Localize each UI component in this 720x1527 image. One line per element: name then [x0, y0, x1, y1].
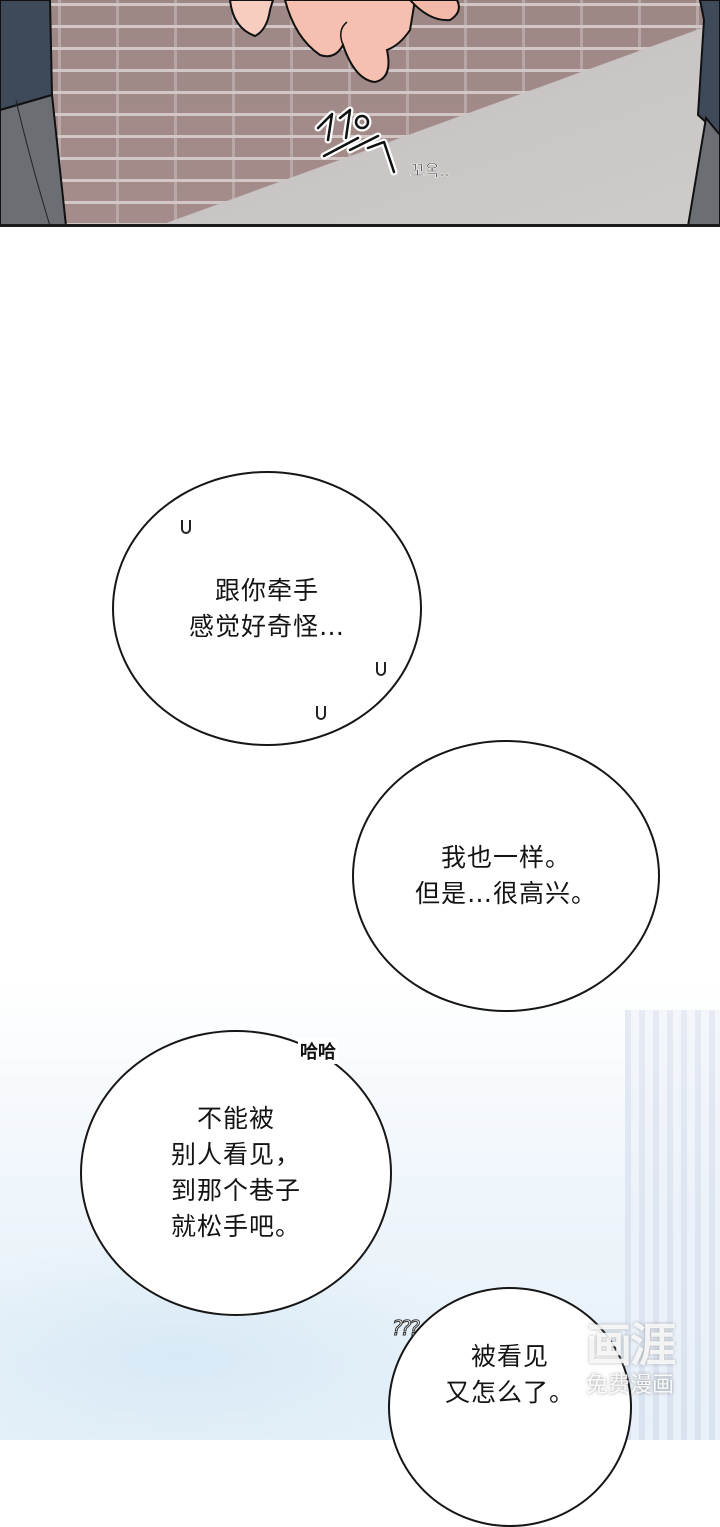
question-aside: ??? — [392, 1316, 421, 1341]
sweat-drop-icon — [376, 662, 386, 676]
left-figure-jacket — [0, 0, 68, 226]
bubble-4-line-1: 被看见 — [470, 1342, 549, 1371]
speech-bubble-1: 跟你牵手 感觉好奇怪… — [112, 471, 422, 746]
sweat-drop-icon — [181, 520, 191, 534]
bubble-3-line-4: 就松手吧。 — [170, 1212, 301, 1241]
bubble-4-text: 被看见 又怎么了。 — [445, 1339, 575, 1411]
bubble-4-line-2: 又怎么了。 — [444, 1378, 575, 1407]
bubble-2-text: 我也一样。 但是…很高兴。 — [415, 840, 597, 912]
bubble-2-line-2: 但是…很高兴。 — [414, 879, 597, 908]
top-panel: 꼬옥.. — [0, 0, 720, 226]
panel-border — [0, 224, 720, 227]
sweat-drop-icon — [316, 706, 326, 720]
bubble-3-text: 不能被 别人看见， 到那个巷子 就松手吧。 — [171, 1101, 301, 1245]
bubble-3-line-3: 到那个巷子 — [170, 1176, 301, 1205]
bubble-3-line-2: 别人看见， — [170, 1140, 301, 1169]
bubble-2-line-1: 我也一样。 — [440, 843, 571, 872]
watermark-logo: 画涯 — [586, 1318, 676, 1372]
bubble-1-text: 跟你牵手 感觉好奇怪… — [189, 573, 345, 645]
bubble-1-line-2: 感觉好奇怪… — [188, 611, 345, 641]
watermark-subtitle: 免费漫画 — [585, 1373, 674, 1398]
curtain-background — [625, 1010, 720, 1440]
watermark: 画涯 免费漫画 — [565, 1318, 695, 1400]
right-figure-jacket — [686, 0, 720, 226]
bubble-3-line-1: 不能被 — [196, 1104, 275, 1133]
svg-text:꼬옥..: 꼬옥.. — [410, 161, 450, 180]
laugh-aside: 哈哈 — [298, 1038, 338, 1064]
sfx-squeeze-lettering: 꼬옥.. — [314, 106, 450, 180]
speech-bubble-2: 我也一样。 但是…很高兴。 — [352, 740, 660, 1012]
hand-grasp-illustration — [228, 0, 460, 84]
sound-effect: 꼬옥.. — [310, 100, 450, 194]
bubble-1-line-1: 跟你牵手 — [214, 575, 319, 605]
speech-bubble-3: 不能被 别人看见， 到那个巷子 就松手吧。 — [80, 1030, 392, 1316]
